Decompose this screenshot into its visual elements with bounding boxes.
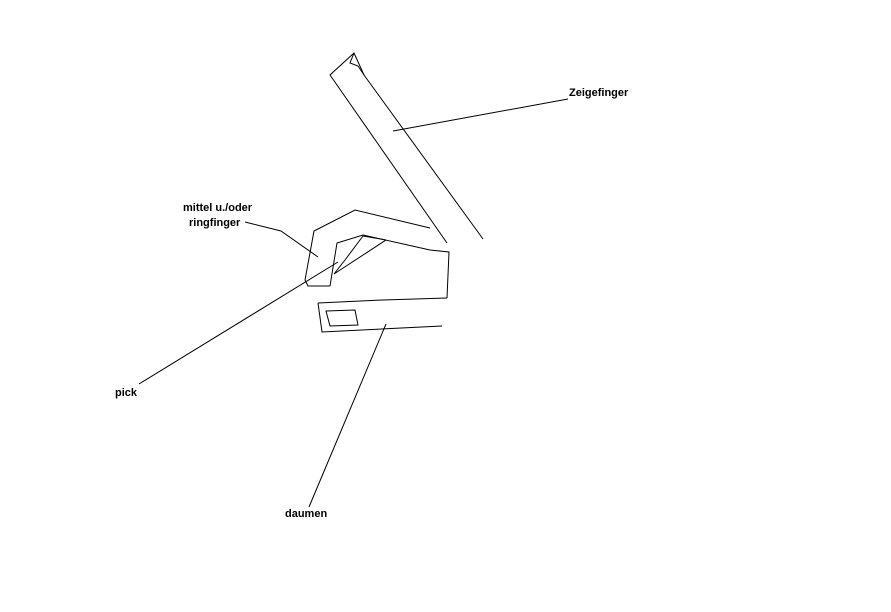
pick-shape [333,235,387,275]
zeigefinger-leader-line [392,98,569,132]
middle-ring-finger-shape [304,209,450,304]
thumb-shape [317,302,443,333]
label-mittel-line1: mittel u./oder [183,202,253,214]
daumen-leader-line [308,323,387,508]
label-zeigefinger: Zeigefinger [569,87,629,99]
pick-leader-line [138,261,339,385]
label-mittel-line2: ringfinger [189,217,241,229]
label-pick: pick [115,387,138,399]
index-finger-shape [329,52,484,244]
mittel-leader-line [244,221,319,258]
label-daumen: daumen [285,508,328,520]
